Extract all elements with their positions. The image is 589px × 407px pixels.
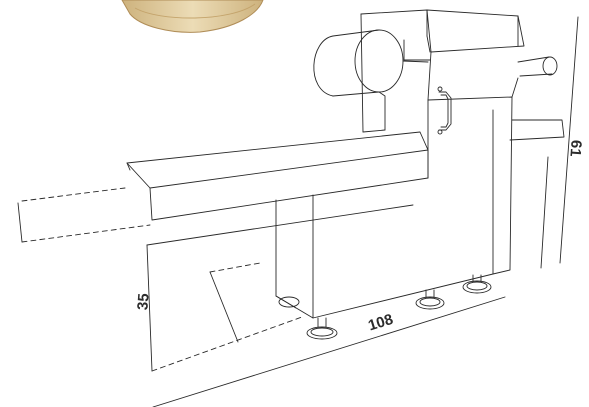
dimension-label-height-left: 35 [134, 293, 152, 311]
dimension-label-length: 108 [366, 311, 395, 335]
door-handle [437, 86, 452, 135]
dimension-height-right [540, 16, 579, 269]
conveyor-table [126, 129, 429, 221]
feed-roller [313, 29, 429, 131]
dimension-width-left [17, 187, 151, 243]
foot-front-left [306, 317, 338, 340]
foot-front-right [415, 289, 445, 310]
foot-back-right [462, 274, 492, 294]
upper-housing [360, 9, 525, 133]
machine-cabinet [312, 77, 519, 319]
right-roller [509, 56, 565, 141]
top-photo-fragment [121, 0, 264, 33]
support-leg [275, 199, 314, 319]
dimension-height-left [146, 204, 414, 372]
dimension-label-height-right: 61 [566, 139, 584, 157]
foot-back-left [278, 296, 300, 308]
dimension-length-bottom [152, 296, 506, 407]
